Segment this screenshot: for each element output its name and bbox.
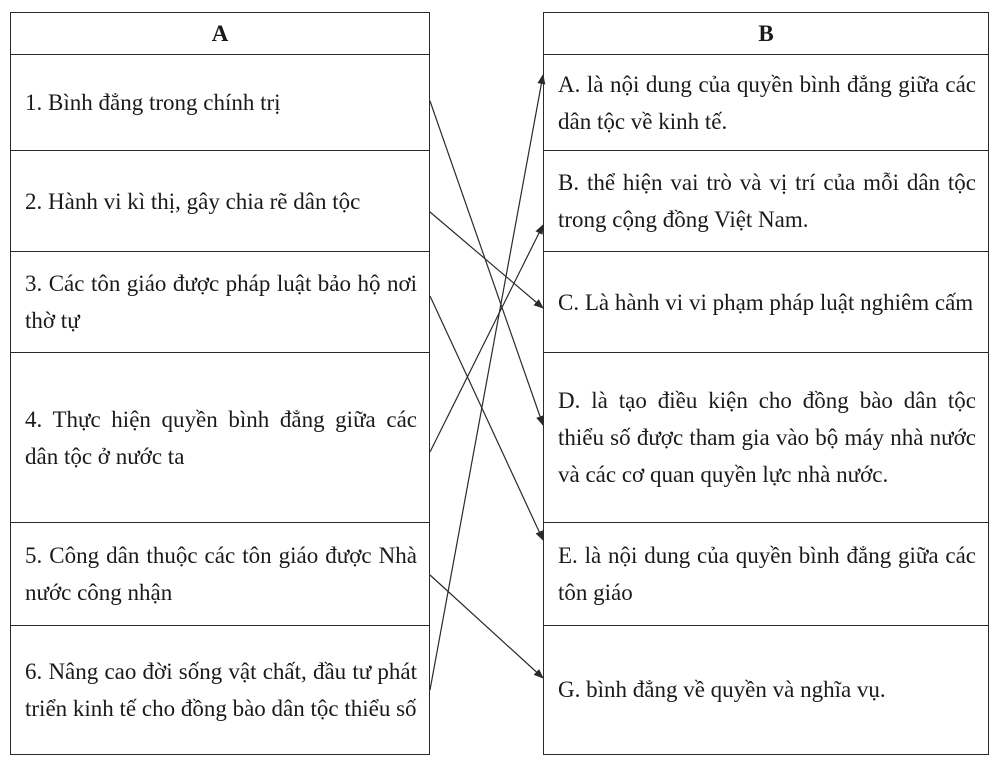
column-a: A 1. Bình đẳng trong chính trị 2. Hành v…: [10, 12, 430, 755]
arrow-4-to-b: [429, 224, 544, 453]
column-b: B A. là nội dung của quyền bình đẳng giữ…: [543, 12, 989, 755]
a-item-2: 2. Hành vi kì thị, gây chia rẽ dân tộc: [11, 151, 429, 252]
arrow-6-to-a: [429, 74, 546, 691]
b-item-c: C. Là hành vi vi phạm pháp luật nghiêm c…: [544, 252, 988, 353]
b-item-b: B. thể hiện vai trò và vị trí của mỗi dâ…: [544, 151, 988, 252]
a-item-4: 4. Thực hiện quyền bình đẳng giữa các dâ…: [11, 353, 429, 523]
a-item-6: 6. Nâng cao đời sống vật chất, đầu tư ph…: [25, 658, 417, 721]
a-item-3: 3. Các tôn giáo được pháp luật bảo hộ nơ…: [11, 252, 429, 353]
b-item-d: D. là tạo điều kiện cho đồng bào dân tộc…: [544, 353, 988, 523]
a-item-1: 1. Bình đẳng trong chính trị: [11, 55, 429, 151]
arrow-5-to-g: [429, 574, 544, 679]
a-item-5: 5. Công dân thuộc các tôn giáo được Nhà …: [11, 523, 429, 626]
arrow-1-to-d: [429, 100, 544, 426]
b-item-a: A. là nội dung của quyền bình đẳng giữa …: [544, 55, 988, 151]
column-a-header: A: [11, 13, 429, 55]
b-item-g: G. bình đẳng về quyền và nghĩa vụ.: [558, 677, 886, 702]
arrow-2-to-c: [429, 211, 544, 309]
arrow-3-to-e: [429, 295, 544, 541]
column-b-header: B: [544, 13, 988, 55]
b-item-e: E. là nội dung của quyền bình đẳng giữa …: [544, 523, 988, 626]
